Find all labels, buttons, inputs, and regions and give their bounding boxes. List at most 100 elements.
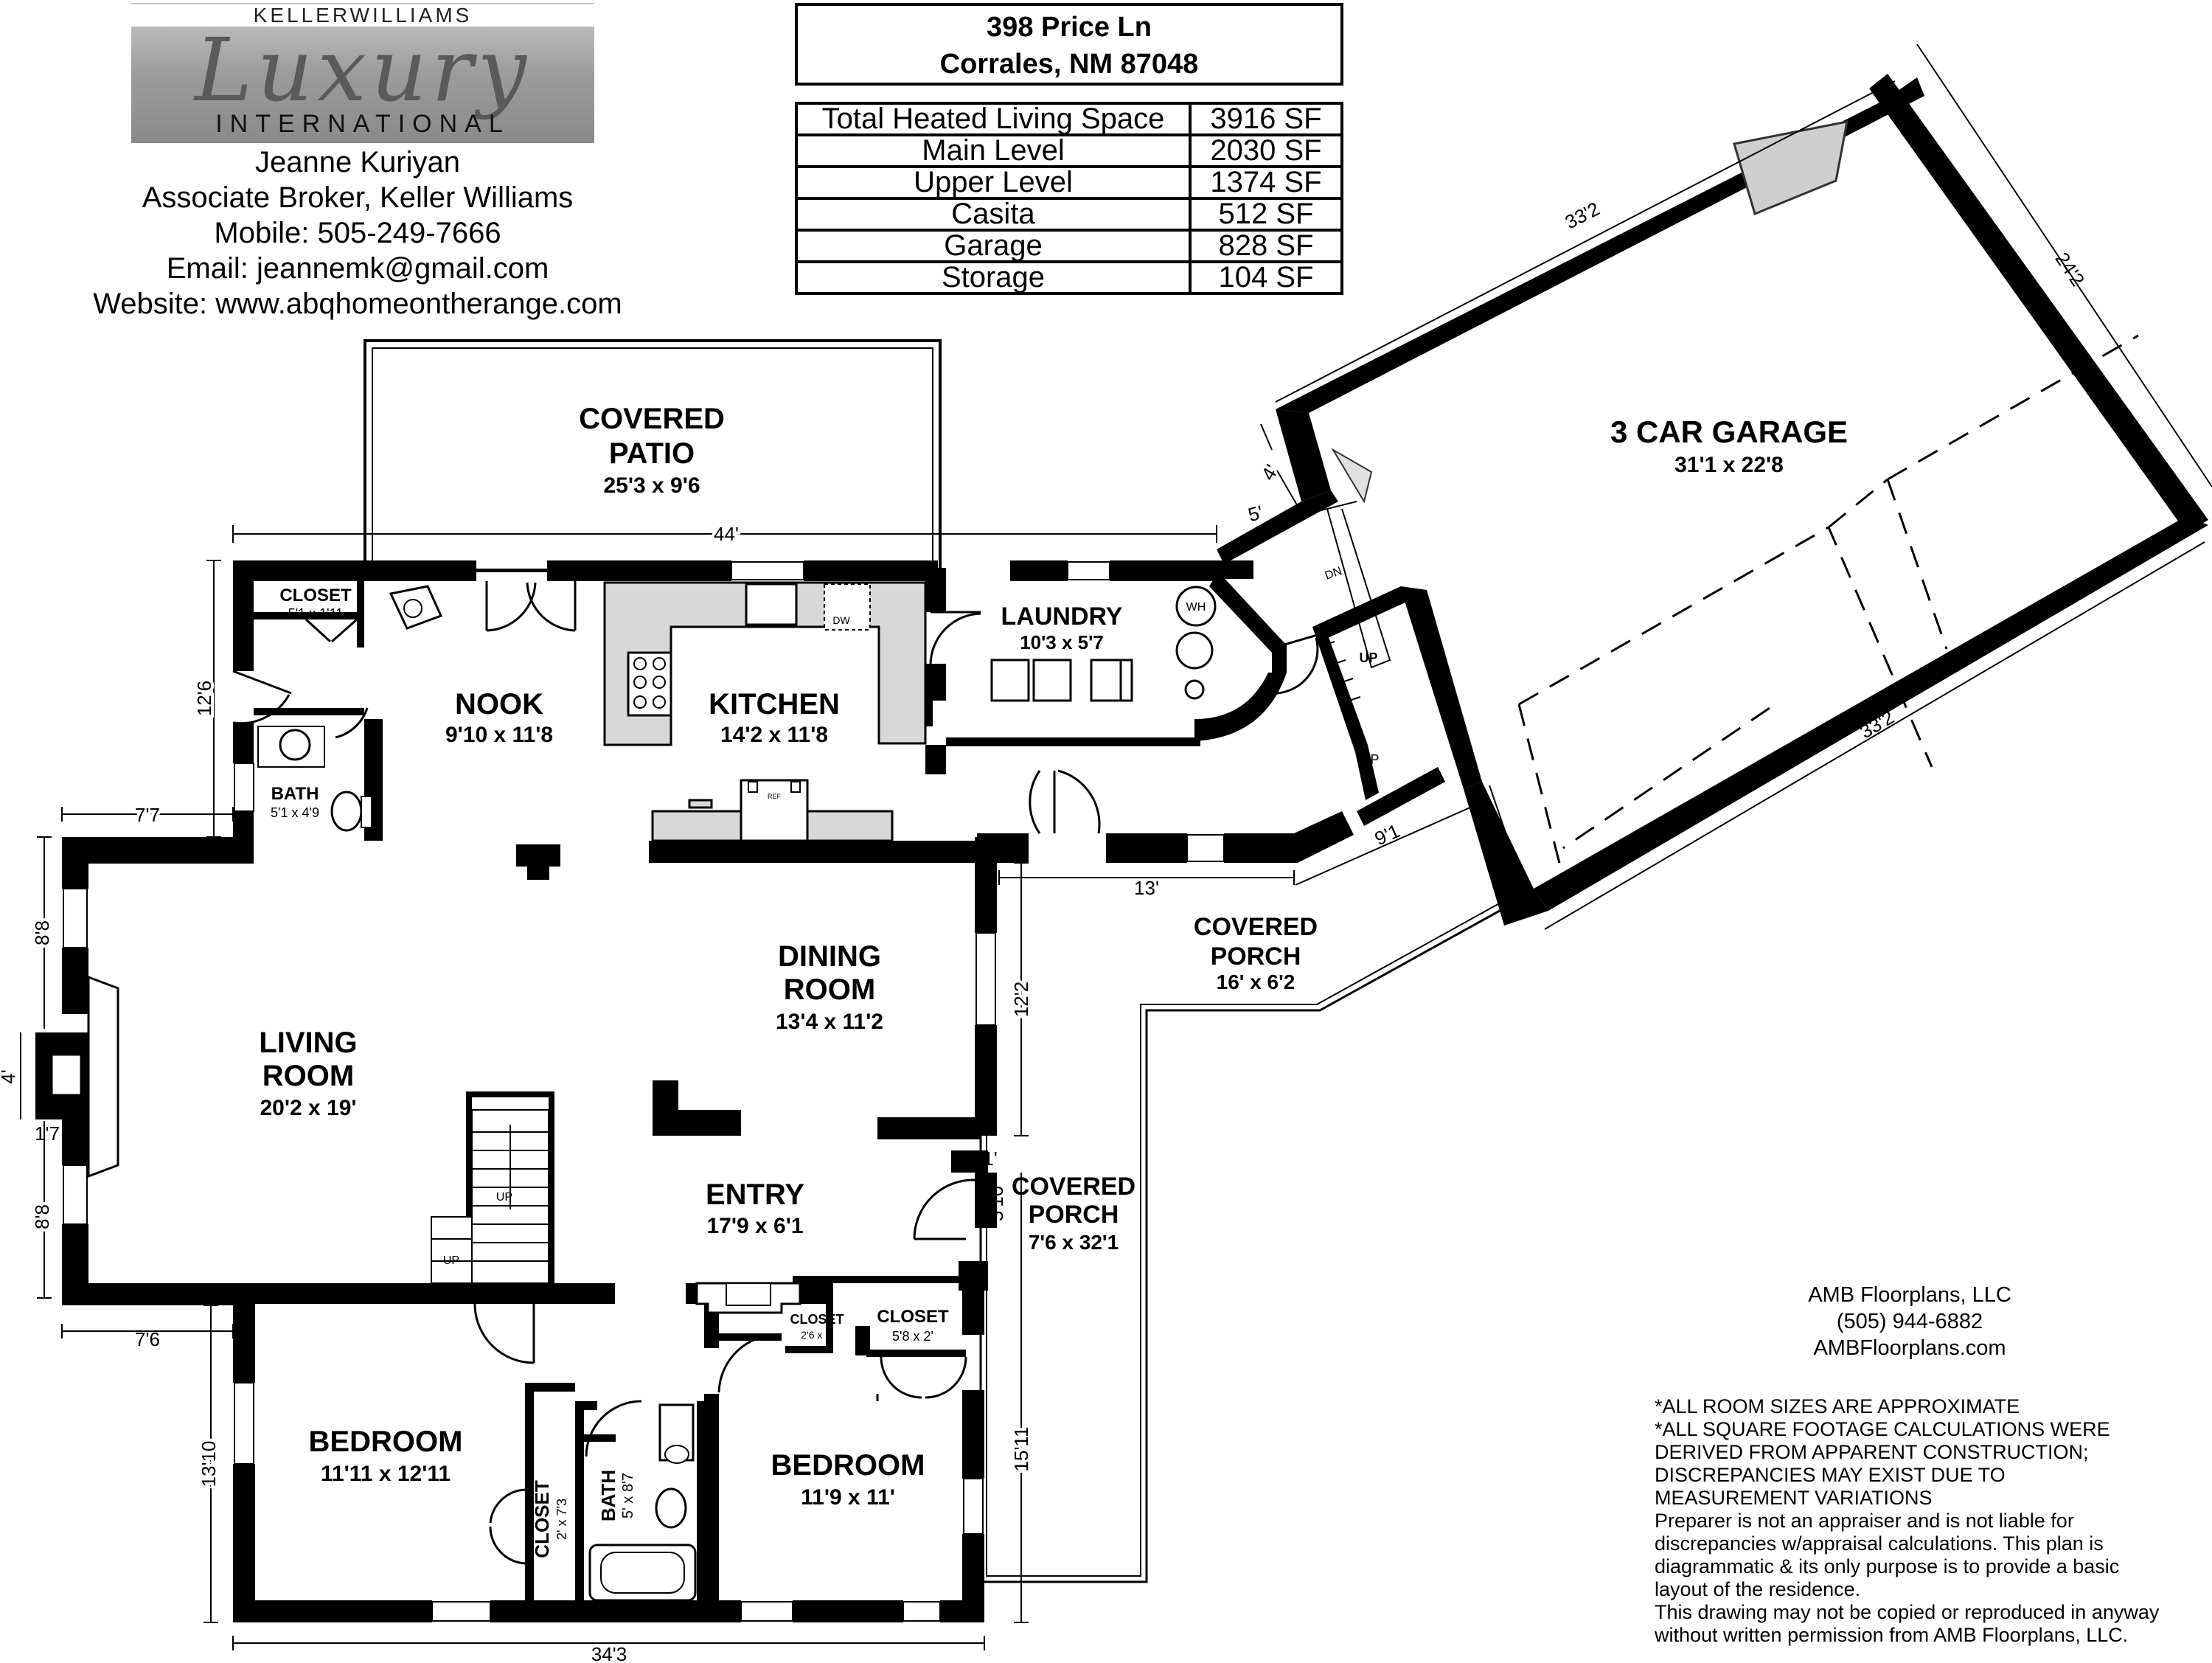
dim-4-fire: 4' xyxy=(0,1069,19,1083)
dim-13-10: 13'10 xyxy=(198,1441,220,1487)
closet-small-name: CLOSET xyxy=(790,1312,844,1327)
disclaimer-line: This drawing may not be copied or reprod… xyxy=(1655,1601,2160,1623)
dim-1: 1' xyxy=(983,1148,997,1170)
agent-name: Jeanne Kuriyan xyxy=(255,146,460,178)
wh-label: WH xyxy=(1186,601,1206,614)
dim-33-2-top: 33'2 xyxy=(1562,198,1604,234)
stair-up-label-2: UP xyxy=(443,1254,459,1267)
agent-title: Associate Broker, Keller Williams xyxy=(142,181,574,214)
closet-nw-name: CLOSET xyxy=(279,586,352,605)
closet-small-size: 2'6 x 2' xyxy=(801,1329,832,1341)
dim-7-7: 7'7 xyxy=(135,804,160,826)
nook-name: NOOK xyxy=(455,688,543,721)
dining-size: 13'4 x 11'2 xyxy=(776,1010,883,1034)
address-line-2: Corrales, NM 87048 xyxy=(939,49,1199,80)
company-name: AMB Floorplans, LLC xyxy=(1808,1283,2011,1307)
patio-name-1: COVERED xyxy=(579,403,725,435)
toilet-nw xyxy=(330,791,363,832)
fixture-labels: WH DW REF UP UP UP UP DN xyxy=(443,565,1380,1267)
closet-nw-size: 5'1 x 1'11 xyxy=(288,606,344,621)
dining-name-1: DINING xyxy=(778,940,881,973)
nook-size: 9'10 x 11'8 xyxy=(445,723,553,747)
dishwasher xyxy=(824,583,871,631)
bedroom-w-name: BEDROOM xyxy=(309,1426,463,1458)
closet-bed-size: 2' x 7'3 xyxy=(554,1499,569,1540)
sf-label: Upper Level xyxy=(795,165,1192,200)
sf-label: Storage xyxy=(795,260,1192,295)
entry-name: ENTRY xyxy=(706,1178,804,1211)
toilet-s xyxy=(655,1487,687,1529)
kitchen-name: KITCHEN xyxy=(709,688,840,721)
washer xyxy=(990,659,1030,702)
sf-value: 104 SF xyxy=(1189,260,1343,295)
porch-e-name-1: COVERED xyxy=(1012,1173,1135,1201)
dim-44: 44' xyxy=(714,523,739,545)
garage-door-dashes xyxy=(1517,334,2139,878)
sf-value: 512 SF xyxy=(1189,197,1343,232)
stairs xyxy=(431,1109,549,1284)
dimension-lines xyxy=(20,44,2212,1650)
sf-value: 2030 SF xyxy=(1189,133,1343,168)
disclaimer-line: Preparer is not an appraiser and is not … xyxy=(1655,1510,2074,1532)
dim-9-1: 9'1 xyxy=(1371,819,1403,850)
porch-e-size: 7'6 x 32'1 xyxy=(1029,1231,1119,1254)
porch-ne-size: 16' x 6'2 xyxy=(1217,971,1295,993)
sf-value: 1374 SF xyxy=(1189,165,1343,200)
dim-5-10: 5'10 xyxy=(985,1186,1007,1221)
dim-7-6: 7'6 xyxy=(135,1328,160,1350)
windows xyxy=(63,561,1225,1622)
bath-s-name: BATH xyxy=(597,1470,619,1521)
logo-brand-bottom: INTERNATIONAL xyxy=(215,110,510,138)
brokerage-logo: KELLERWILLIAMS Luxury INTERNATIONAL xyxy=(131,3,594,143)
laundry-sink xyxy=(1175,631,1214,670)
porch-e-name-2: PORCH xyxy=(1029,1201,1119,1229)
floorplan-company: AMB Floorplans, LLC (505) 944-6882 AMBFl… xyxy=(1755,1282,2065,1361)
water-heater xyxy=(1175,586,1217,627)
logo-script: Luxury xyxy=(195,19,531,121)
bedroom-e-name: BEDROOM xyxy=(771,1449,925,1482)
closet-bed-name: CLOSET xyxy=(531,1480,553,1558)
garage-walls xyxy=(1217,74,2208,926)
closet-se-size: 5'8 x 2' xyxy=(892,1329,933,1344)
garage-up-label: UP xyxy=(1359,650,1377,665)
garage-name: 3 CAR GARAGE xyxy=(1610,414,1848,449)
sf-label: Garage xyxy=(795,229,1192,263)
room-labels: COVERED PATIO 25'3 x 9'6 3 CAR GARAGE 31… xyxy=(259,403,1848,1558)
entry-size: 17'9 x 6'1 xyxy=(706,1214,803,1238)
bath-s-size: 5' x 8'7 xyxy=(620,1473,636,1518)
laundry-name: LAUNDRY xyxy=(1001,603,1123,631)
garage-dn-label: DN xyxy=(1324,565,1344,583)
patio-size: 25'3 x 9'6 xyxy=(603,473,700,498)
bathtub xyxy=(588,1544,697,1602)
kitchen-size: 14'2 x 11'8 xyxy=(720,723,828,747)
doors xyxy=(232,581,1321,1565)
sf-label: Casita xyxy=(795,197,1192,232)
living-name-1: LIVING xyxy=(259,1027,357,1059)
agent-email: Email: jeannemk@gmail.com xyxy=(166,252,549,285)
dim-1-7: 1'7 xyxy=(35,1122,60,1145)
address-line-1: 398 Price Ln xyxy=(987,12,1152,43)
patio-name-2: PATIO xyxy=(609,437,695,470)
laundry-size: 10'3 x 5'7 xyxy=(1020,631,1104,653)
dim-8-8-top: 8'8 xyxy=(31,920,53,945)
stair-up-label: UP xyxy=(496,1191,512,1204)
disclaimer-line: diagrammatic & its only purpose is to pr… xyxy=(1655,1555,2120,1577)
bath-sink-nw xyxy=(279,729,311,761)
disclaimer-line: MEASUREMENT VARIATIONS xyxy=(1655,1487,1933,1509)
sf-label: Total Heated Living Space xyxy=(795,102,1192,136)
dim-4-garage: 4' xyxy=(1256,461,1283,485)
company-site: AMBFloorplans.com xyxy=(1813,1336,2006,1360)
sf-value: 828 SF xyxy=(1189,229,1343,263)
exterior-walls xyxy=(35,560,1354,1622)
dw-label: DW xyxy=(832,614,850,626)
company-phone: (505) 944-6882 xyxy=(1836,1310,1983,1333)
closet-se-name: CLOSET xyxy=(877,1307,949,1327)
disclaimer-line: layout of the residence. xyxy=(1655,1578,1861,1600)
dim-8-8-bottom: 8'8 xyxy=(31,1204,53,1229)
